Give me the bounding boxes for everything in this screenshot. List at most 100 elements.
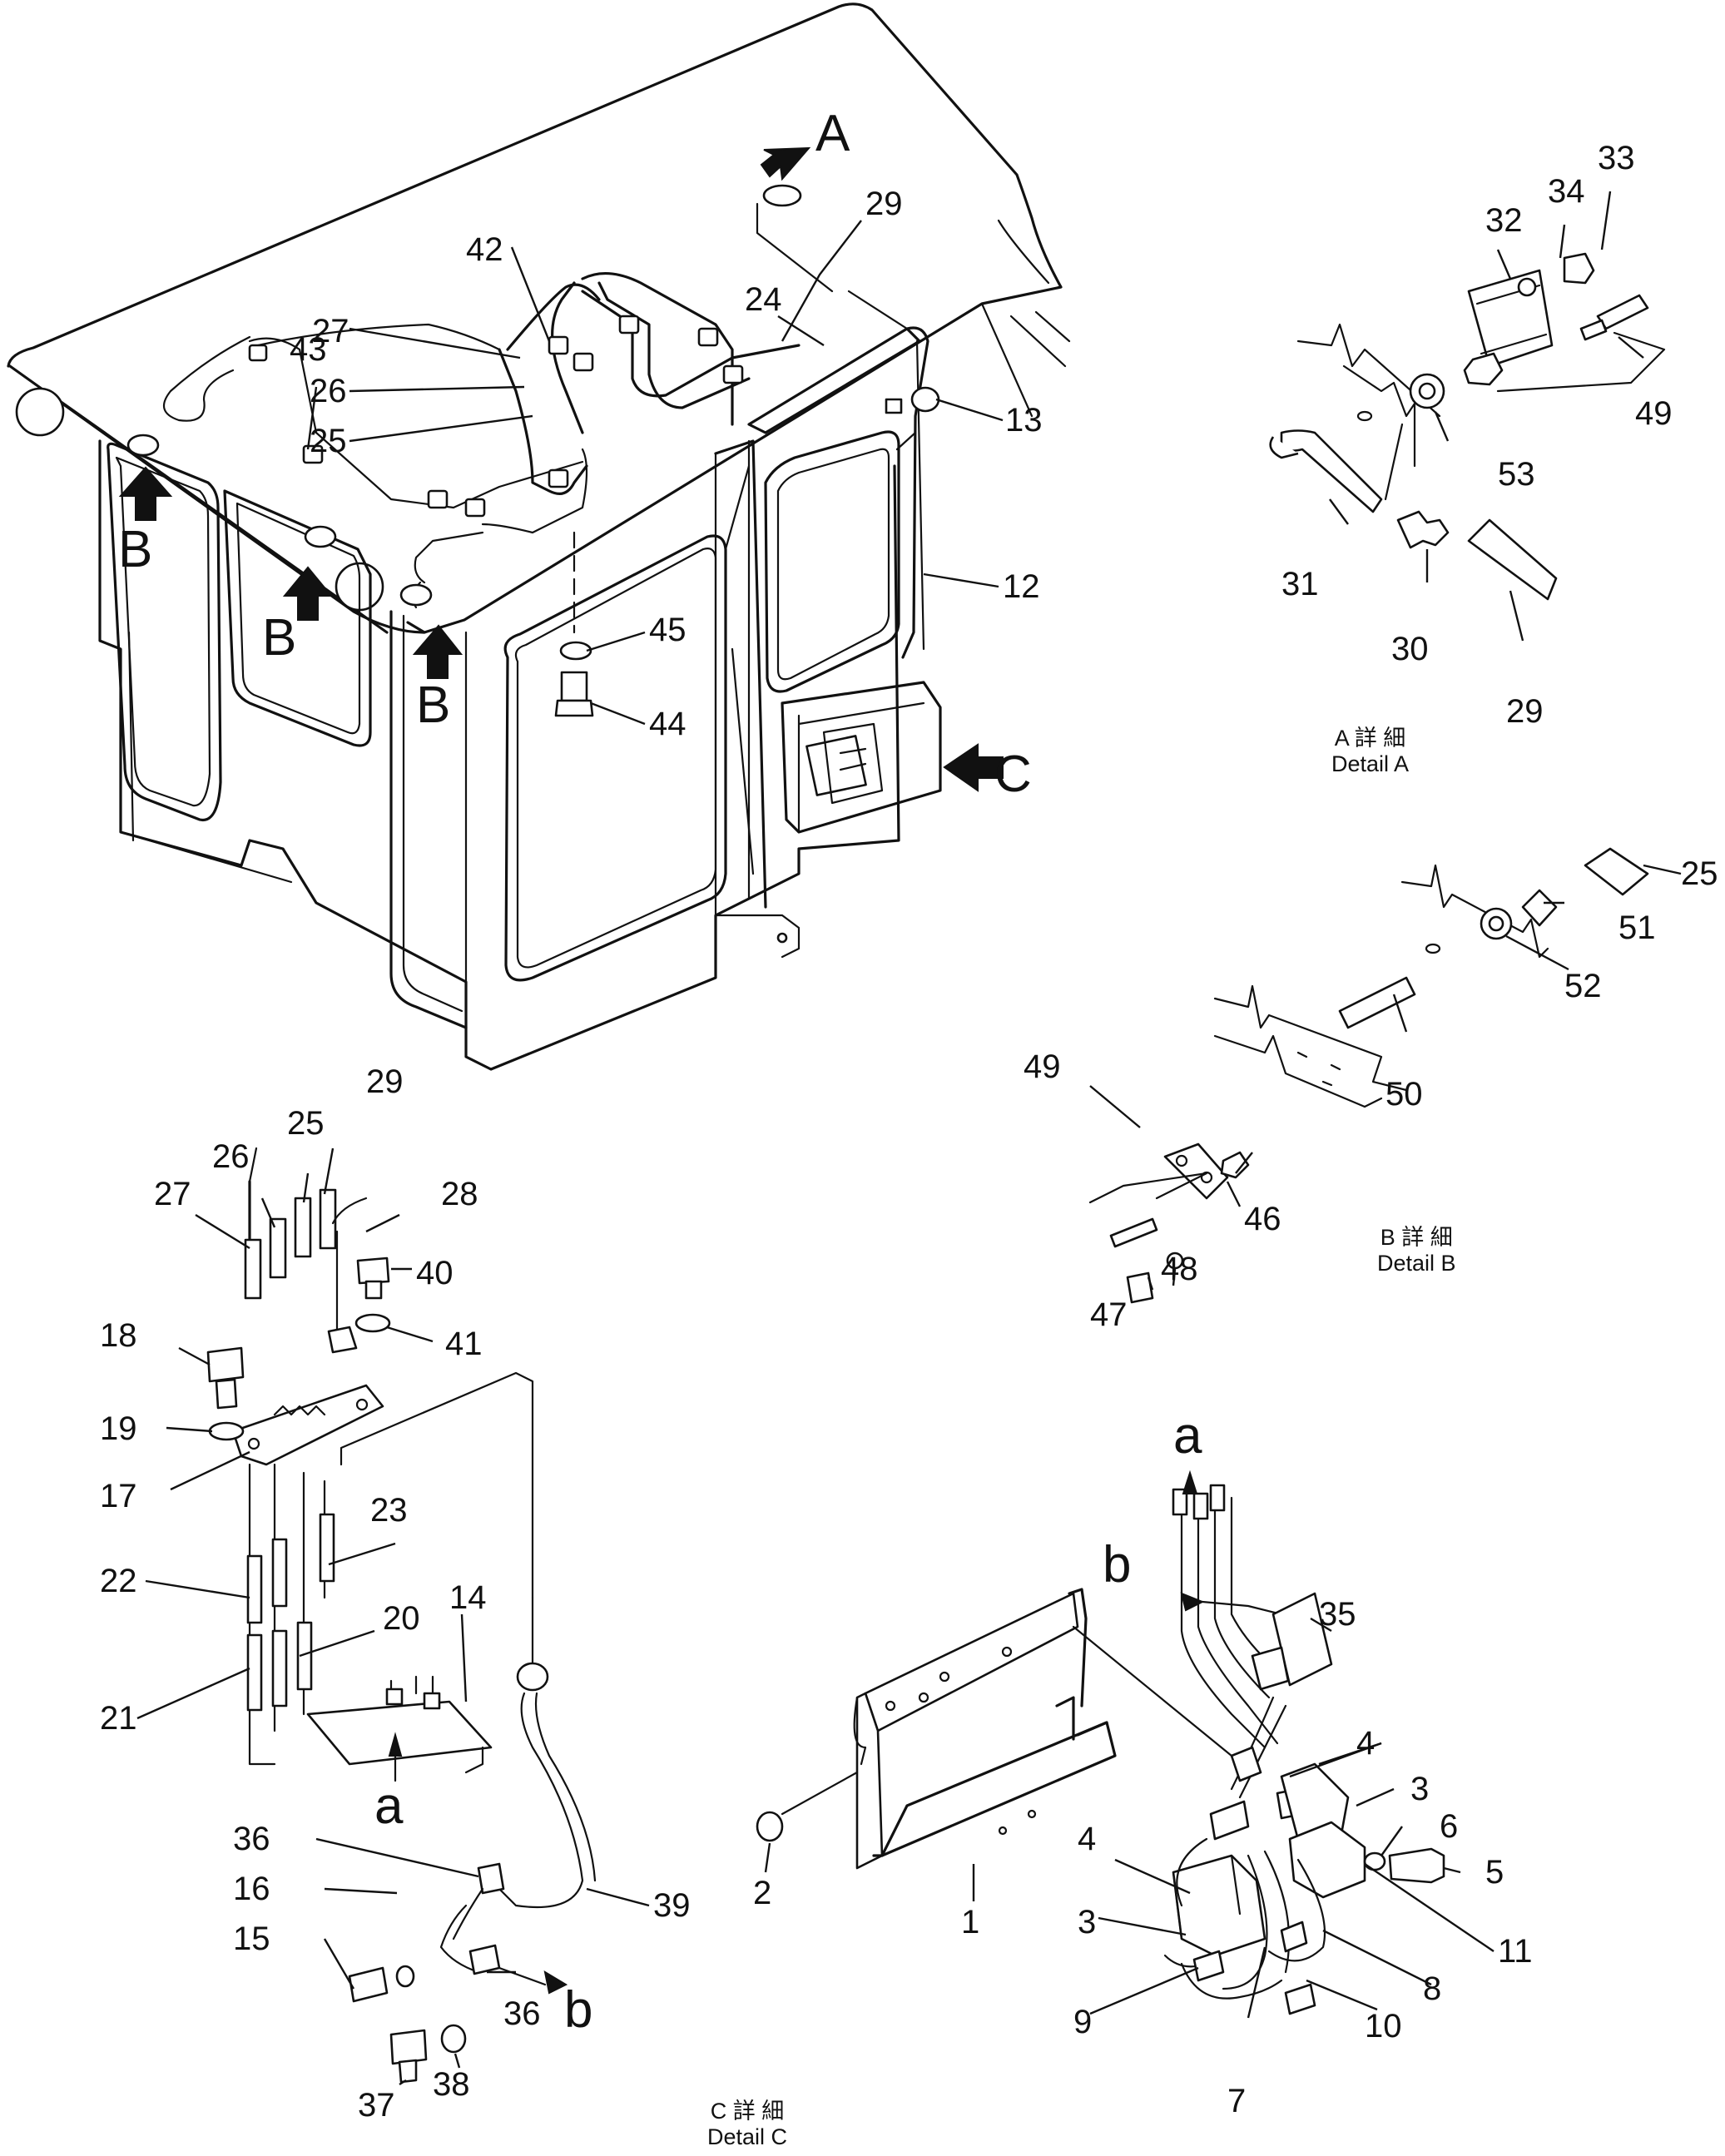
arrow-b-icon-1 <box>118 466 173 521</box>
leaders-main <box>306 220 1004 726</box>
callout-45: 45 <box>649 612 687 648</box>
callout-25: 25 <box>310 423 347 459</box>
callout-19: 19 <box>100 1410 137 1447</box>
callout-3-b: 3 <box>1078 1904 1097 1940</box>
callout-26: 26 <box>310 373 347 409</box>
callout-40: 40 <box>416 1255 454 1291</box>
caption-detail-a-jp: A 詳 細 <box>1334 726 1406 751</box>
callout-52: 52 <box>1564 968 1602 1004</box>
arrow-b-icon-2 <box>282 566 334 621</box>
flow-letter-b-right: b <box>1103 1536 1132 1593</box>
caption-detail-b-jp: B 詳 細 <box>1380 1225 1453 1250</box>
callout-38: 38 <box>433 2066 470 2103</box>
callout-5: 5 <box>1485 1854 1504 1891</box>
cab-body <box>7 2 1071 1071</box>
view-letter-a: A <box>815 105 850 162</box>
flow-letter-a-left: a <box>374 1777 404 1835</box>
callout-46: 46 <box>1244 1201 1281 1237</box>
callout-1: 1 <box>961 1904 980 1940</box>
callout-29: 29 <box>865 186 903 222</box>
callout-24: 24 <box>745 281 782 318</box>
roof-cylinder-left <box>15 387 65 437</box>
callout-25-c: 25 <box>287 1105 325 1142</box>
callout-16: 16 <box>233 1871 270 1907</box>
callout-25-b: 25 <box>1681 855 1718 892</box>
callout-8: 8 <box>1423 1970 1442 2007</box>
callout-34: 34 <box>1548 173 1585 210</box>
callout-51: 51 <box>1618 909 1656 946</box>
callout-47: 47 <box>1090 1296 1128 1333</box>
caption-detail-b-en: Detail B <box>1377 1251 1456 1276</box>
callout-27: 27 <box>312 313 349 349</box>
connector-30 <box>1396 510 1450 549</box>
view-letter-b-2: B <box>262 609 297 667</box>
hose-25-detail <box>1584 847 1649 896</box>
callout-14: 14 <box>449 1579 487 1616</box>
callout-11: 11 <box>1498 1933 1533 1970</box>
callout-41: 41 <box>445 1326 483 1362</box>
callout-32: 32 <box>1485 202 1523 239</box>
hose-24-guard <box>747 327 921 434</box>
callout-29-a: 29 <box>1506 693 1544 730</box>
callout-21: 21 <box>100 1700 137 1737</box>
arrow-c-icon <box>943 743 1004 792</box>
view-letter-b-3: B <box>416 677 451 734</box>
callout-4-a: 4 <box>1356 1725 1376 1762</box>
flow-letter-a-right: a <box>1173 1407 1202 1465</box>
callout-23: 23 <box>370 1492 408 1529</box>
callout-15: 15 <box>233 1921 270 1957</box>
arrow-b-icon-3 <box>412 624 463 679</box>
callout-4-b: 4 <box>1078 1821 1097 1857</box>
detail-c-bracket <box>756 1470 1495 2019</box>
callout-44: 44 <box>649 706 687 742</box>
callout-28: 28 <box>441 1176 478 1212</box>
hose-50-detail <box>1338 976 1416 1029</box>
callout-6: 6 <box>1440 1808 1459 1845</box>
caption-detail-a: A 詳 細 Detail A <box>1331 726 1409 777</box>
callout-30: 30 <box>1391 631 1429 667</box>
plate-46 <box>1163 1142 1229 1200</box>
callout-36-a: 36 <box>233 1821 270 1857</box>
callout-31: 31 <box>1281 566 1319 602</box>
detail-a <box>1269 191 1666 642</box>
callout-37: 37 <box>358 2087 395 2124</box>
callout-49-a: 49 <box>1635 395 1673 432</box>
callout-2: 2 <box>753 1875 772 1911</box>
callout-33: 33 <box>1598 140 1635 176</box>
detail-b <box>1088 847 1682 1304</box>
callout-42: 42 <box>466 231 503 268</box>
arrow-a-icon <box>760 146 811 181</box>
detail-c-manifold <box>136 1147 650 2086</box>
callout-48: 48 <box>1161 1251 1198 1287</box>
callout-17: 17 <box>100 1478 137 1514</box>
callout-36-b: 36 <box>503 1995 541 2032</box>
callout-27-c: 27 <box>154 1176 191 1212</box>
caption-detail-c: C 詳 細 Detail C <box>707 2099 787 2150</box>
callout-3-a: 3 <box>1410 1771 1430 1807</box>
callout-20: 20 <box>383 1600 420 1637</box>
callout-53: 53 <box>1498 456 1535 493</box>
callout-29-c: 29 <box>366 1063 404 1100</box>
view-letter-b-1: B <box>118 521 153 578</box>
callout-18: 18 <box>100 1317 137 1354</box>
caption-detail-c-en: Detail C <box>707 2124 788 2150</box>
caption-detail-a-en: Detail A <box>1331 751 1410 777</box>
callout-13: 13 <box>1005 402 1043 439</box>
callout-35: 35 <box>1319 1596 1356 1633</box>
roof-wiring <box>126 184 940 717</box>
callout-50: 50 <box>1385 1076 1423 1113</box>
callout-9: 9 <box>1073 2004 1093 2040</box>
callout-49-b: 49 <box>1024 1048 1061 1085</box>
flow-letter-b-left: b <box>564 1981 593 2039</box>
hose-29-detail <box>1467 518 1558 601</box>
callout-39: 39 <box>653 1887 691 1924</box>
caption-detail-c-jp: C 詳 細 <box>710 2099 785 2124</box>
caption-detail-b: B 詳 細 Detail B <box>1377 1225 1456 1276</box>
callout-26-c: 26 <box>212 1138 250 1175</box>
callout-7: 7 <box>1227 2083 1247 2119</box>
callout-22: 22 <box>100 1563 137 1599</box>
callout-43: 43 <box>290 331 327 368</box>
view-arrows <box>118 146 1004 792</box>
